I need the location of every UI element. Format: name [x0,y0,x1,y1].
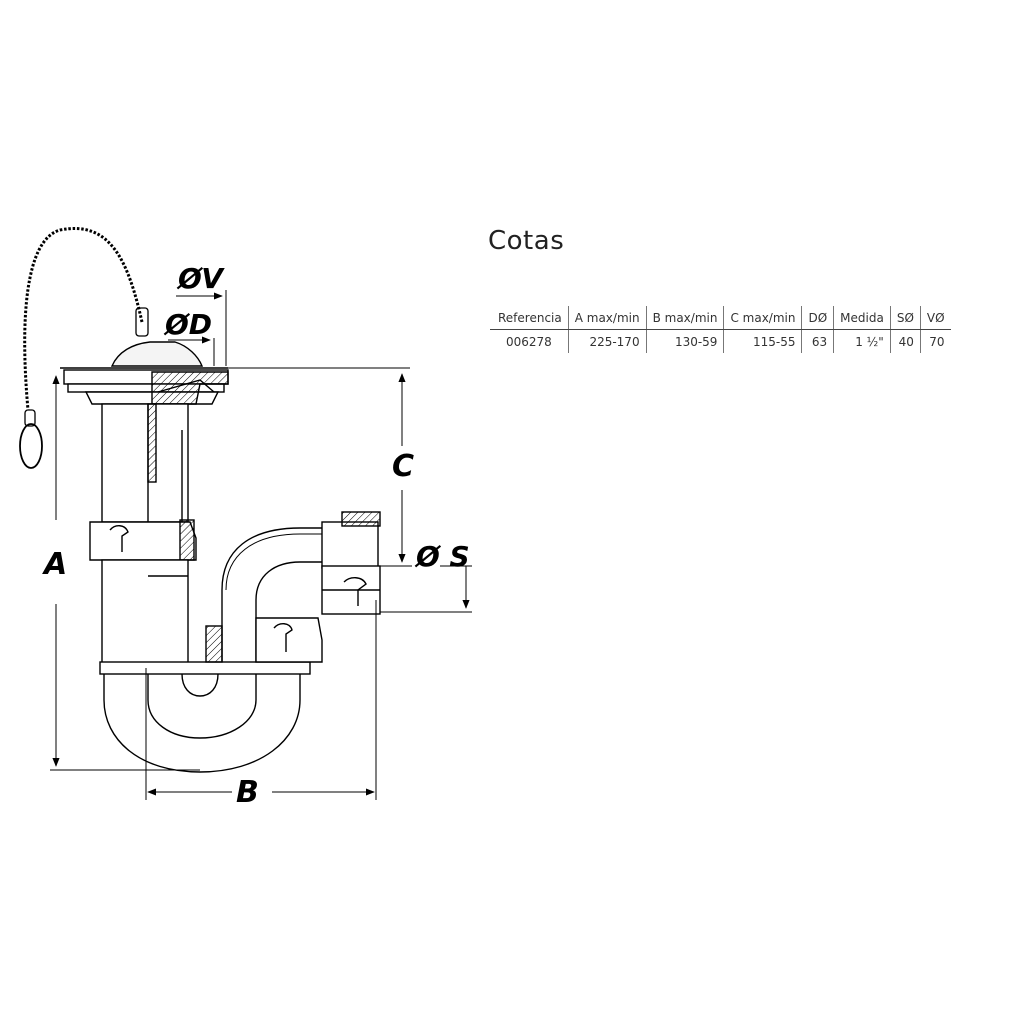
column-header: A max/min [567,306,647,330]
table-cell: 115-55 [723,329,802,353]
riser-elbow [205,527,326,663]
table-cell: 63 [801,329,834,353]
table-header-row: Referencia A max/min B max/min C max/min… [490,306,951,330]
table-cell: 70 [919,329,951,353]
column-header: VØ [919,306,951,330]
dimension-label-a: A [42,547,67,582]
dimension-label-d: ØD [163,308,212,341]
u-bend [99,661,311,773]
dimension-label-c: C [392,449,414,484]
dimensions-title: Cotas [488,226,565,256]
table-row: 006278 225-170 130-59 115-55 63 1 ½" 40 … [490,329,951,353]
dimension-label-v: ØV [176,262,225,295]
dimension-label-s: Ø S [414,540,470,573]
column-header: DØ [801,306,834,330]
table-cell: 130-59 [645,329,724,353]
table-cell: 1 ½" [833,329,891,353]
column-header: B max/min [645,306,724,330]
vertical-tailpipe [89,403,197,669]
pull-ring [19,423,43,469]
column-header: SØ [889,306,921,330]
column-header: C max/min [723,306,802,330]
column-header: Medida [833,306,891,330]
sink-strainer [60,341,229,405]
outlet-nut [321,511,381,615]
column-header: Referencia [490,306,569,330]
dimension-label-b: B [236,775,259,810]
table-cell: 006278 [505,335,552,349]
plug-chain [19,227,149,469]
dimension-lines [50,290,472,800]
dimensions-table: Referencia A max/min B max/min C max/min… [490,306,951,353]
table-cell: 225-170 [567,329,647,353]
table-cell: 40 [889,329,921,353]
